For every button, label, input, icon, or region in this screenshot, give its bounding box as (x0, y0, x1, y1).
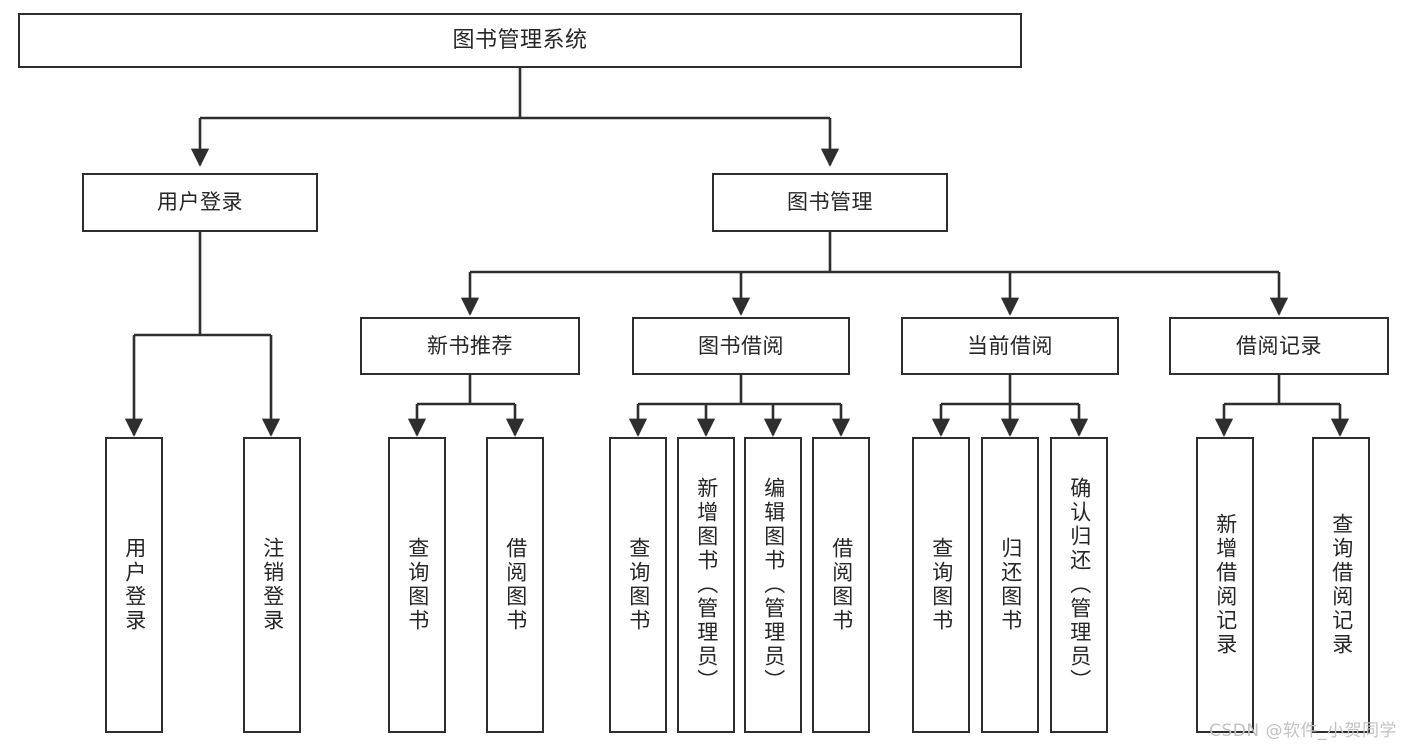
node-label: 确认归还（管理员） (1067, 477, 1092, 693)
node-label: 新增图书（管理员） (694, 477, 719, 693)
node-label: 用户登录 (157, 190, 243, 215)
node-label: 图书管理 (787, 190, 873, 215)
node-borrow-record[interactable]: 借阅记录 (1169, 317, 1389, 375)
leaf-new-book-borrow[interactable]: 借阅图书 (486, 437, 544, 733)
leaf-borrow-edit-book[interactable]: 编辑图书（管理员） (744, 437, 802, 733)
node-new-book-recommend[interactable]: 新书推荐 (360, 317, 580, 375)
node-label: 注销登录 (260, 537, 285, 633)
leaf-current-query-book[interactable]: 查询图书 (912, 437, 970, 733)
node-label: 编辑图书（管理员） (761, 477, 786, 693)
leaf-record-query-record[interactable]: 查询借阅记录 (1312, 437, 1370, 733)
node-label: 新书推荐 (427, 333, 513, 358)
node-label: 图书管理系统 (452, 27, 588, 53)
node-label: 查询图书 (626, 537, 651, 633)
node-label: 借阅图书 (503, 537, 528, 633)
node-label: 借阅记录 (1236, 333, 1322, 358)
node-label: 新增借阅记录 (1213, 513, 1238, 657)
node-current-borrow[interactable]: 当前借阅 (901, 317, 1119, 375)
node-label: 归还图书 (998, 537, 1023, 633)
leaf-borrow-borrow-book[interactable]: 借阅图书 (812, 437, 870, 733)
node-root-system[interactable]: 图书管理系统 (18, 13, 1022, 68)
leaf-new-book-query[interactable]: 查询图书 (388, 437, 446, 733)
node-book-management[interactable]: 图书管理 (712, 173, 948, 232)
node-label: 查询图书 (929, 537, 954, 633)
node-label: 查询图书 (405, 537, 430, 633)
leaf-current-confirm-return[interactable]: 确认归还（管理员） (1050, 437, 1108, 733)
leaf-record-add-record[interactable]: 新增借阅记录 (1196, 437, 1254, 733)
node-book-borrow[interactable]: 图书借阅 (632, 317, 850, 375)
node-user-login[interactable]: 用户登录 (82, 173, 318, 232)
node-label: 用户登录 (122, 537, 147, 633)
node-label: 借阅图书 (829, 537, 854, 633)
node-label: 图书借阅 (698, 333, 784, 358)
leaf-current-return-book[interactable]: 归还图书 (981, 437, 1039, 733)
leaf-user-login-logout[interactable]: 注销登录 (243, 437, 301, 733)
node-label: 当前借阅 (967, 333, 1053, 358)
node-label: 查询借阅记录 (1329, 513, 1354, 657)
leaf-borrow-add-book[interactable]: 新增图书（管理员） (677, 437, 735, 733)
leaf-borrow-query-book[interactable]: 查询图书 (609, 437, 667, 733)
leaf-user-login-login[interactable]: 用户登录 (105, 437, 163, 733)
